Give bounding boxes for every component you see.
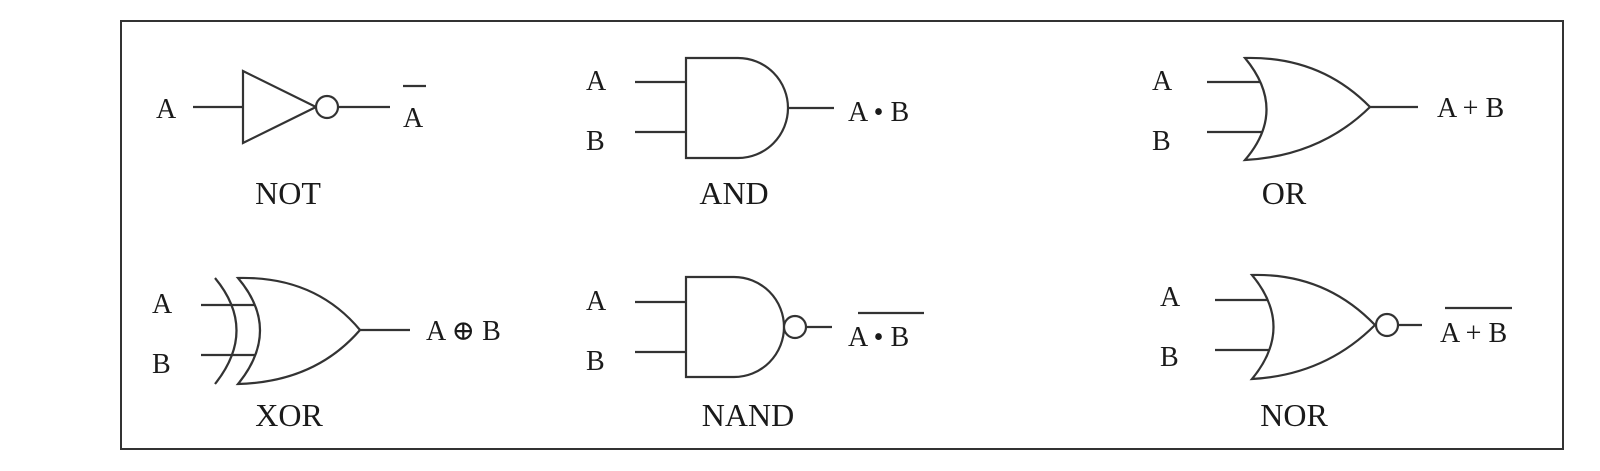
xor-input-a: A	[152, 289, 173, 320]
nand-output-label: A • B	[848, 322, 909, 353]
nand-input-a: A	[586, 286, 607, 317]
and-body	[684, 56, 790, 160]
nand-gate: A B A • B NAND	[586, 275, 924, 433]
nor-gate: A B A + B NOR	[1160, 273, 1512, 433]
or-input-b: B	[1152, 126, 1171, 157]
not-gate-name: NOT	[255, 175, 321, 211]
nor-gate-name: NOR	[1260, 397, 1328, 433]
not-triangle	[241, 69, 319, 145]
not-output-label: A	[403, 103, 424, 134]
xor-extra-arc	[214, 277, 238, 385]
nor-input-b: B	[1160, 342, 1179, 373]
nand-gate-name: NAND	[702, 397, 794, 433]
not-gate: A A NOT	[156, 69, 426, 211]
xor-body	[235, 276, 362, 386]
xor-input-b: B	[152, 349, 171, 380]
diagram-frame	[120, 20, 1564, 450]
nor-input-a: A	[1160, 282, 1181, 313]
not-bubble	[314, 94, 340, 120]
xor-gate-name: XOR	[255, 397, 323, 433]
nor-body	[1249, 273, 1377, 381]
or-input-a: A	[1152, 66, 1173, 97]
or-gate: A B A + B OR	[1152, 56, 1504, 211]
or-gate-name: OR	[1262, 175, 1307, 211]
and-input-a: A	[586, 66, 607, 97]
xor-gate: A B A ⊕ B XOR	[152, 276, 501, 433]
and-gate: A B A • B AND	[586, 56, 909, 211]
xor-output-label: A ⊕ B	[426, 316, 501, 347]
nand-body	[684, 275, 786, 379]
nor-bubble	[1374, 312, 1400, 338]
and-input-b: B	[586, 126, 605, 157]
nand-bubble	[782, 314, 808, 340]
nand-input-b: B	[586, 346, 605, 377]
nor-output-label: A + B	[1440, 318, 1507, 349]
and-gate-name: AND	[699, 175, 768, 211]
not-input-a: A	[156, 94, 177, 125]
or-output-label: A + B	[1437, 93, 1504, 124]
and-output-label: A • B	[848, 97, 909, 128]
or-body	[1242, 56, 1372, 162]
